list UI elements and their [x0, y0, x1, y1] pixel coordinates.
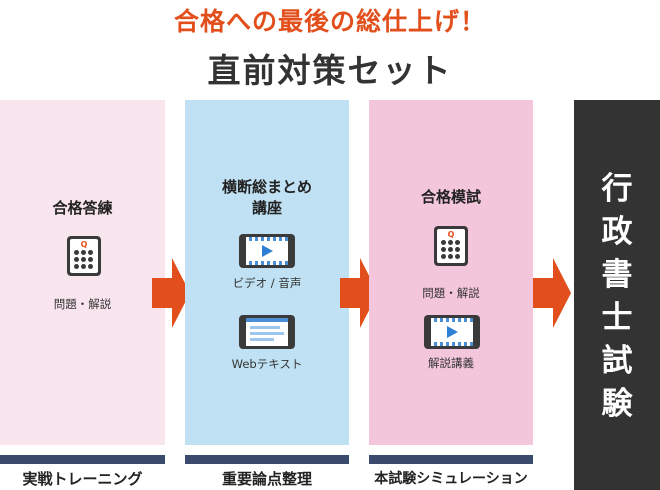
goal-exam-panel: 行 政 書 士 試 験	[574, 100, 660, 490]
arrow-right-icon	[533, 258, 571, 328]
goal-label: 行 政 書 士 試 験	[574, 168, 660, 426]
footer-label: 本試験シミュレーション	[374, 471, 528, 487]
item-label: ビデオ / 音声	[232, 276, 302, 290]
item-label: 問題・解説	[422, 286, 480, 300]
page-title: 直前対策セット	[207, 51, 453, 90]
arrow-right-icon	[340, 258, 378, 328]
quiz-phone-icon: Q	[434, 226, 468, 266]
web-text-tablet-icon	[239, 315, 295, 349]
item-label: 問題・解説	[53, 297, 112, 311]
footer-label: 重要論点整理	[221, 470, 312, 488]
footer-bar	[185, 455, 349, 464]
goal-char: 書	[601, 257, 633, 293]
item-label: Webテキスト	[231, 357, 303, 371]
goal-char: 験	[601, 386, 633, 422]
video-tablet-icon	[239, 234, 295, 268]
quiz-phone-icon: Q	[67, 236, 101, 276]
footer-label: 実戦トレーニング	[22, 470, 143, 488]
column-mock-exam: 合格模試 Q 問題・解説 解説講義	[369, 100, 533, 445]
headline: 合格への最後の総仕上げ！	[173, 7, 486, 36]
goal-char: 政	[601, 214, 633, 250]
column-title: 合格模試	[420, 188, 481, 206]
goal-char: 行	[601, 171, 633, 207]
column-title-line-1: 横断総まとめ	[221, 178, 312, 196]
column-practice-exam: 合格答練 Q 問題・解説	[0, 100, 165, 445]
column-cross-summary-course: 横断総まとめ 講座 ビデオ / 音声 Webテキスト	[185, 100, 349, 445]
footer-bar	[369, 455, 533, 464]
footer-bar	[0, 455, 165, 464]
goal-char: 士	[601, 300, 633, 336]
item-label: 解説講義	[428, 356, 474, 370]
column-title-line-2: 講座	[251, 199, 282, 217]
video-tablet-icon	[424, 315, 480, 349]
goal-char: 試	[601, 343, 633, 379]
column-title: 合格答練	[52, 199, 113, 217]
arrow-right-icon	[152, 258, 190, 328]
